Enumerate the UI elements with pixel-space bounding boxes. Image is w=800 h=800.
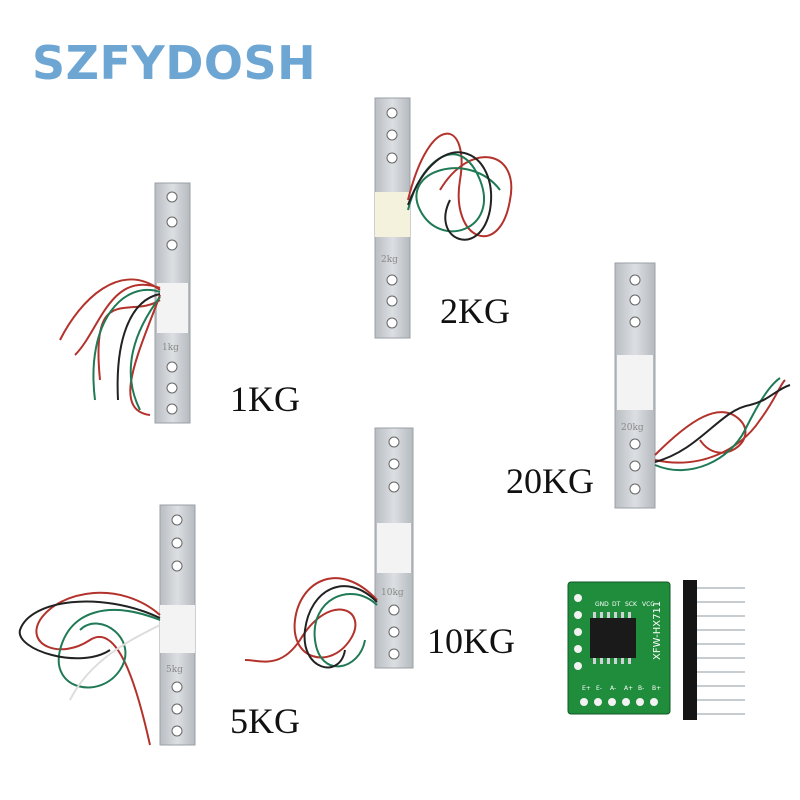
engraving-2kg: 2kg: [381, 255, 398, 265]
svg-text:SCK: SCK: [625, 601, 638, 608]
svg-text:A-: A-: [610, 685, 616, 692]
svg-text:B-: B-: [638, 685, 644, 692]
svg-text:E+: E+: [582, 685, 591, 692]
engraving-20kg: 20kg: [621, 423, 644, 433]
label-1kg: 1KG: [230, 379, 300, 419]
label-10kg: 10KG: [427, 621, 515, 661]
label-2kg: 2KG: [440, 291, 510, 331]
svg-text:B+: B+: [652, 685, 661, 692]
svg-text:A+: A+: [624, 685, 633, 692]
label-5kg: 5KG: [230, 701, 300, 741]
load-cell-5kg: 5kg: [18, 504, 196, 746]
brand-logo: SZFYDOSH: [32, 36, 317, 90]
svg-text:DT: DT: [612, 601, 621, 608]
load-cell-2kg: 2kg: [374, 97, 513, 339]
hx711-chip-text: XFW-HX711: [652, 601, 663, 660]
svg-text:GND: GND: [595, 601, 609, 608]
engraving-1kg: 1kg: [162, 343, 179, 353]
engraving-5kg: 5kg: [166, 665, 183, 675]
label-20kg: 20KG: [506, 461, 594, 501]
engraving-10kg: 10kg: [381, 588, 404, 598]
load-cell-10kg: 10kg: [244, 427, 414, 669]
hx711-module: XFW-HX711 E+ E- A- A+ B- B+ GND DT SCK V…: [567, 581, 671, 715]
load-cell-1kg: 1kg: [59, 182, 191, 424]
header-pins: [683, 580, 745, 720]
svg-text:VCC: VCC: [642, 601, 654, 608]
svg-text:E-: E-: [596, 685, 602, 692]
load-cell-20kg: 20kg: [614, 262, 791, 509]
